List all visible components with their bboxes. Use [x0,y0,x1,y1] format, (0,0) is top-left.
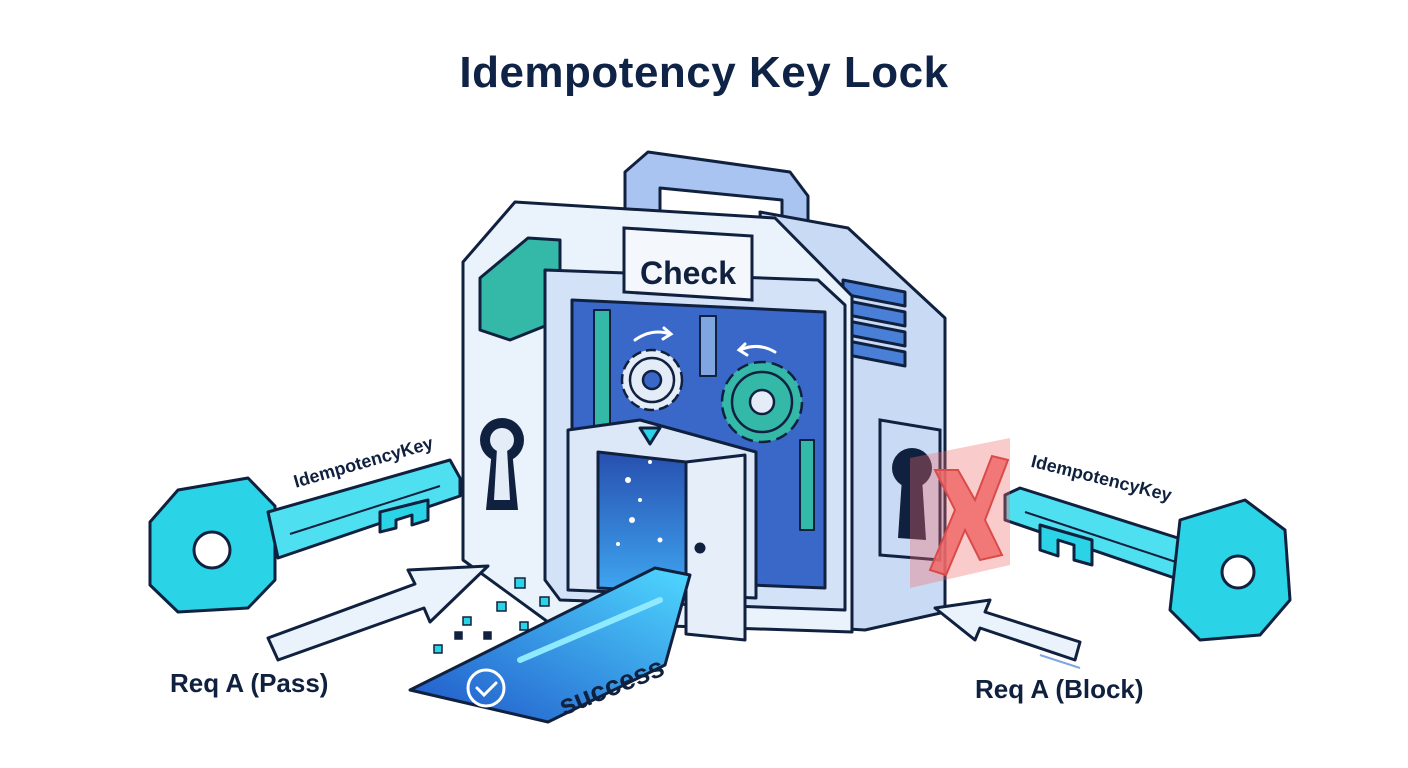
block-x-icon [910,438,1010,588]
success-beam [408,566,692,724]
pass-arrow-icon [266,564,490,662]
key-icon-left [148,458,462,614]
diagram-title: Idempotency Key Lock [459,48,949,97]
rotation-arrow-icon [633,326,777,357]
request-block-label: Req A (Block) [975,674,1144,704]
key-icon-right [1003,486,1292,642]
open-gate [566,418,758,642]
block-arrow-icon [933,598,1082,669]
check-panel: Check [622,226,754,302]
light-particles [616,460,663,546]
check-label: Check [640,255,736,291]
data-particles [433,577,550,654]
gear-icon [620,348,684,412]
gear-icon [720,360,804,444]
request-pass-label: Req A (Pass) [170,668,329,698]
check-indicator-icon [638,426,662,446]
keyhole-icon-left [480,418,524,510]
checkmark-circle-icon [466,668,506,708]
keyhole-icon-right [878,418,942,562]
